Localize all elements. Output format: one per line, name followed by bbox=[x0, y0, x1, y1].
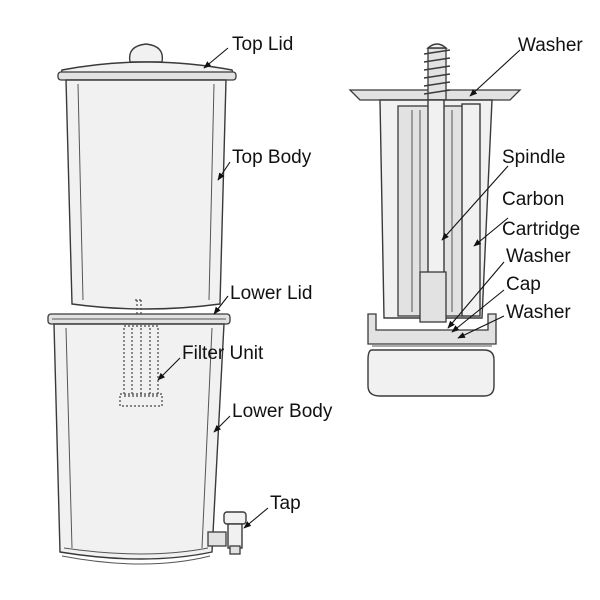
filter-vessel bbox=[47, 43, 247, 565]
tap-drawing bbox=[207, 511, 247, 555]
cartridge-section bbox=[348, 43, 522, 397]
label-cartridge: Cartridge bbox=[502, 219, 581, 240]
top-body bbox=[65, 79, 227, 310]
label-spindle: Spindle bbox=[502, 147, 566, 168]
label-tap: Tap bbox=[270, 493, 301, 514]
central-spindle bbox=[427, 99, 445, 277]
filter-unit-drawing bbox=[119, 325, 163, 407]
spindle-thread bbox=[423, 43, 451, 101]
label-lower-lid: Lower Lid bbox=[230, 283, 313, 304]
label-top-lid: Top Lid bbox=[232, 34, 294, 55]
leader-lines bbox=[157, 47, 521, 529]
top-lid-rim bbox=[57, 71, 237, 81]
top-lid-knob bbox=[128, 43, 164, 63]
label-cap: Cap bbox=[506, 274, 541, 295]
label-lower-body: Lower Body bbox=[232, 401, 333, 422]
label-washer-bottom: Washer bbox=[506, 302, 571, 323]
lower-body bbox=[53, 323, 225, 560]
label-filter-unit: Filter Unit bbox=[182, 343, 264, 364]
label-washer-top: Washer bbox=[518, 35, 583, 56]
label-carbon: Carbon bbox=[502, 189, 565, 210]
label-washer-mid: Washer bbox=[506, 246, 571, 267]
filter-spindle-top bbox=[135, 299, 143, 314]
label-top-body: Top Body bbox=[232, 147, 312, 168]
cartridge-base bbox=[367, 349, 495, 397]
